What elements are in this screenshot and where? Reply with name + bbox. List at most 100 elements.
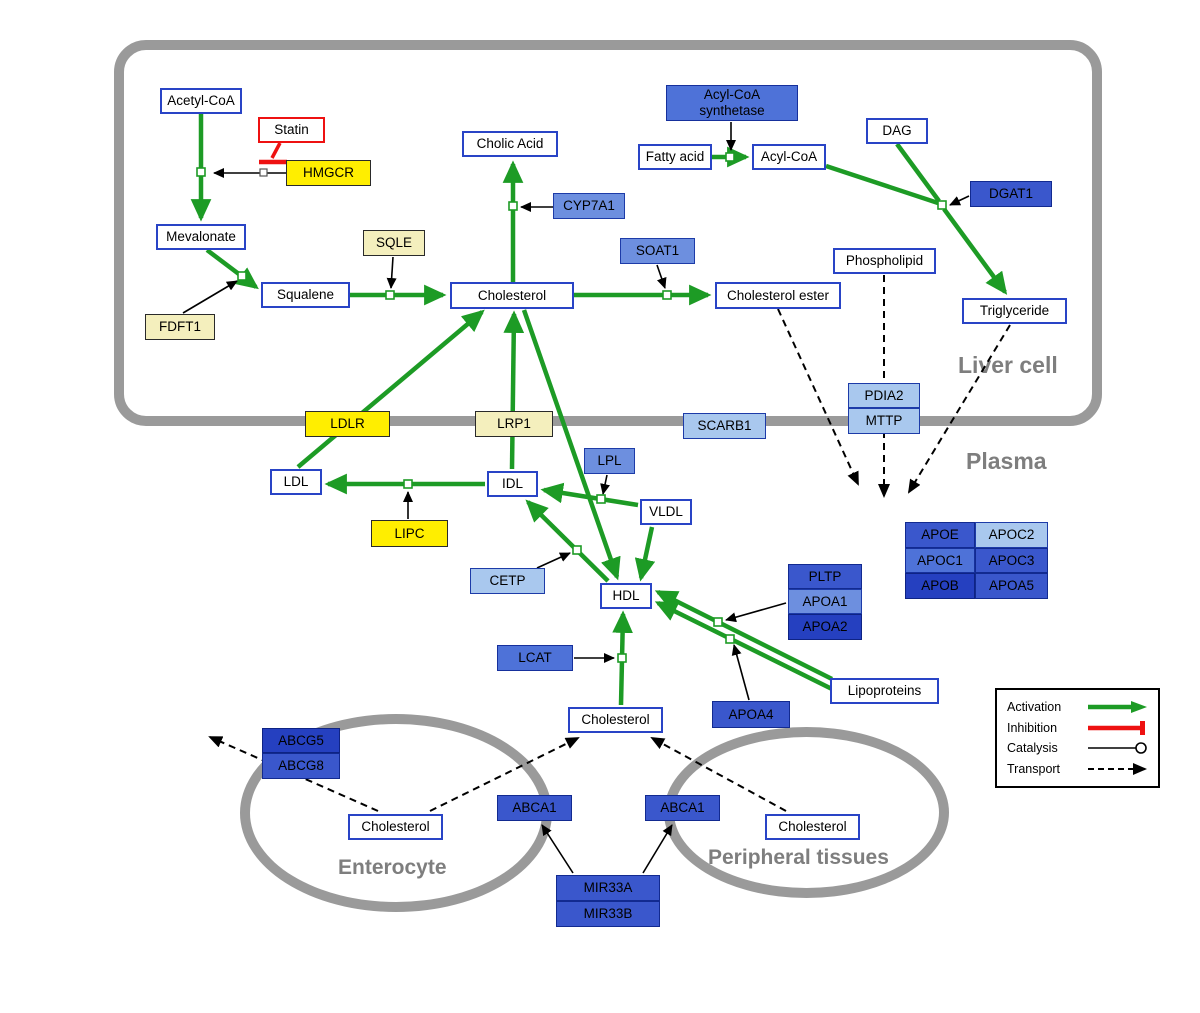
- node-mir33a[interactable]: MIR33A: [556, 875, 660, 901]
- node-abca1-peripheral[interactable]: ABCA1: [645, 795, 720, 821]
- legend-row-activation: Activation: [1007, 697, 1148, 718]
- node-cetp[interactable]: CETP: [470, 568, 545, 594]
- node-soat1[interactable]: SOAT1: [620, 238, 695, 264]
- node-mttp[interactable]: MTTP: [848, 408, 920, 434]
- edge-mir33-abca1-enterocyte: [541, 824, 574, 874]
- edge-soat1-catalysis: [656, 264, 667, 289]
- node-apoc2[interactable]: APOC2: [975, 522, 1048, 548]
- node-apoa4[interactable]: APOA4: [712, 701, 790, 728]
- edge-cetp-catalysis: [536, 552, 571, 569]
- node-squalene[interactable]: Squalene: [261, 282, 350, 308]
- node-cholesterol-peripheral[interactable]: Cholesterol: [765, 814, 860, 840]
- edge-mir33-abca1-peripheral: [642, 824, 673, 874]
- label-enterocyte: Enterocyte: [338, 856, 447, 879]
- node-sqle[interactable]: SQLE: [363, 230, 425, 256]
- node-acyl-coa[interactable]: Acyl-CoA: [752, 144, 826, 170]
- reaction-node: [572, 545, 582, 555]
- node-cholic-acid[interactable]: Cholic Acid: [462, 131, 558, 157]
- node-cholesterol-enterocyte[interactable]: Cholesterol: [348, 814, 443, 840]
- node-cholesterol-ester[interactable]: Cholesterol ester: [715, 282, 841, 309]
- edge-dag-dgat-node: [895, 142, 941, 203]
- reaction-node: [713, 617, 723, 627]
- edge-hdl-idl-cetp: [525, 499, 610, 583]
- label-peripheral-tissues: Peripheral tissues: [708, 846, 889, 869]
- activation-edges: [190, 114, 1008, 706]
- node-mir33b[interactable]: MIR33B: [556, 901, 660, 927]
- legend-catalysis-label: Catalysis: [1007, 741, 1058, 756]
- reaction-node: [725, 152, 735, 162]
- node-vldl[interactable]: VLDL: [640, 499, 692, 525]
- edge-acylcoa-dgat-node: [825, 163, 939, 206]
- node-apoa2[interactable]: APOA2: [788, 614, 862, 640]
- node-apoa5[interactable]: APOA5: [975, 573, 1048, 599]
- legend-row-catalysis: Catalysis: [1007, 738, 1148, 759]
- node-apob[interactable]: APOB: [905, 573, 975, 599]
- node-apoc3[interactable]: APOC3: [975, 548, 1048, 573]
- node-lrp1[interactable]: LRP1: [475, 411, 553, 437]
- node-lipoproteins[interactable]: Lipoproteins: [830, 678, 939, 704]
- reaction-node: [596, 494, 606, 504]
- node-abcg5[interactable]: ABCG5: [262, 728, 340, 753]
- transport-arrow-icon: [1088, 762, 1147, 775]
- node-apoa1[interactable]: APOA1: [788, 589, 862, 614]
- edge-vldl-hdl: [634, 526, 656, 582]
- node-cholesterol-liver[interactable]: Cholesterol: [450, 282, 574, 309]
- node-lpl[interactable]: LPL: [584, 448, 635, 474]
- node-abcg8[interactable]: ABCG8: [262, 753, 340, 779]
- node-scarb1[interactable]: SCARB1: [683, 413, 766, 439]
- edge-lipoproteins-hdl-upper: [654, 589, 834, 682]
- reaction-node: [237, 271, 247, 281]
- reaction-node: [617, 653, 627, 663]
- legend: Activation Inhibition Catalysis Transpor…: [995, 688, 1160, 788]
- node-abca1-enterocyte[interactable]: ABCA1: [497, 795, 572, 821]
- inhibition-anchor-square: [259, 168, 268, 177]
- node-mevalonate[interactable]: Mevalonate: [156, 224, 246, 250]
- node-dgat1[interactable]: DGAT1: [970, 181, 1052, 207]
- node-idl[interactable]: IDL: [487, 471, 538, 497]
- node-hdl[interactable]: HDL: [600, 583, 652, 609]
- legend-transport-label: Transport: [1007, 761, 1061, 776]
- node-lipc[interactable]: LIPC: [371, 520, 448, 547]
- node-triglyceride[interactable]: Triglyceride: [962, 298, 1067, 324]
- label-plasma: Plasma: [966, 448, 1047, 474]
- node-apoc1[interactable]: APOC1: [905, 548, 975, 573]
- node-lcat[interactable]: LCAT: [497, 645, 573, 671]
- legend-row-transport: Transport: [1007, 759, 1148, 780]
- edge-enterocyte-cholesterol-plasma: [429, 737, 580, 812]
- reaction-node: [385, 290, 395, 300]
- node-cholesterol-plasma[interactable]: Cholesterol: [568, 707, 663, 733]
- reaction-node: [403, 479, 413, 489]
- node-acyl-coa-synthetase[interactable]: Acyl-CoA synthetase: [666, 85, 798, 121]
- edge-mevalonate-squalene: [205, 248, 259, 290]
- inhibition-tbar-icon: [1088, 720, 1145, 735]
- node-fatty-acid[interactable]: Fatty acid: [638, 144, 712, 170]
- node-cyp7a1[interactable]: CYP7A1: [553, 193, 625, 219]
- edge-ldl-cholesterol: [296, 309, 485, 469]
- node-phospholipid[interactable]: Phospholipid: [833, 248, 936, 274]
- edge-triglyceride-plasma: [907, 324, 1011, 494]
- reaction-node: [937, 200, 947, 210]
- node-ldlr[interactable]: LDLR: [305, 411, 390, 437]
- catalysis-circle-icon: [1088, 742, 1147, 755]
- node-apoe[interactable]: APOE: [905, 522, 975, 548]
- node-pdia2[interactable]: PDIA2: [848, 383, 920, 408]
- node-pltp[interactable]: PLTP: [788, 564, 862, 589]
- legend-activation-label: Activation: [1007, 700, 1062, 715]
- node-fdft1[interactable]: FDFT1: [145, 314, 215, 340]
- node-dag[interactable]: DAG: [866, 118, 928, 144]
- edge-cholesterol-abcg-excretion: [208, 736, 379, 812]
- reaction-nodes: [196, 152, 947, 663]
- label-liver-cell: Liver cell: [958, 352, 1058, 378]
- edge-cholesterol-hdl: [521, 309, 621, 581]
- edge-fdft1-catalysis: [182, 280, 238, 314]
- edge-pltp-group-catalysis: [725, 602, 787, 623]
- node-acetyl-coa[interactable]: Acetyl-CoA: [160, 88, 242, 114]
- edge-lipoproteins-hdl-lower: [654, 600, 837, 694]
- edge-vldl-idl: [540, 482, 639, 508]
- activation-arrow-icon: [1088, 701, 1147, 714]
- node-hmgcr[interactable]: HMGCR: [286, 160, 371, 186]
- edge-statin-inhibition-line: [270, 142, 282, 159]
- node-ldl[interactable]: LDL: [270, 469, 322, 495]
- node-statin[interactable]: Statin: [258, 117, 325, 143]
